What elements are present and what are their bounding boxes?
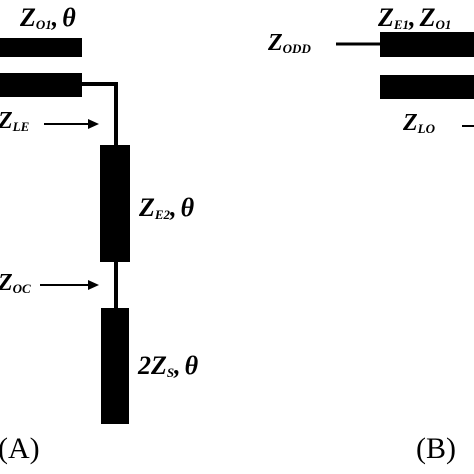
left-stub2-label: 2ZS,θ: [137, 351, 199, 380]
right-coupled-line-label: ZE1,ZO1: [377, 3, 451, 32]
right-zodd-label: ZODD: [267, 30, 311, 56]
caption-b: (B): [416, 432, 456, 465]
left-zle-label: ZLE: [0, 108, 30, 134]
right-zlo-label: ZLO: [402, 110, 436, 136]
right-coupled-line-top: [380, 32, 474, 57]
left-stub1-label: ZE2,θ: [138, 193, 195, 222]
left-coupled-line-bottom: [0, 73, 82, 97]
right-coupled-line-bottom: [380, 75, 474, 99]
caption-a: (A): [0, 432, 40, 465]
left-coupled-line-top: [0, 38, 82, 57]
left-zoc-arrow-head: [88, 280, 99, 290]
left-zle-arrow-head: [88, 119, 99, 129]
left-stub2: [101, 308, 129, 424]
left-connect-wire: [82, 82, 118, 145]
left-zoc-label: ZOC: [0, 270, 31, 296]
left-z-o1-label: ZO1,θ: [19, 3, 76, 32]
left-stub1: [100, 145, 130, 262]
